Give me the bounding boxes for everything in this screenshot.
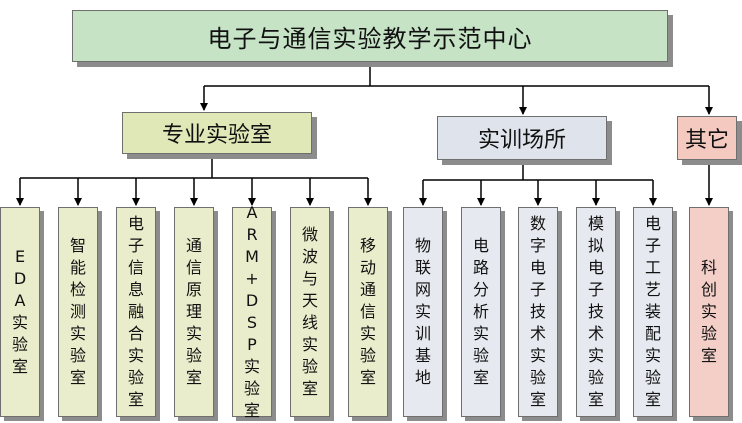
category-label: 专业实验室 (161, 123, 272, 148)
category-professional-labs: 专业实验室 (122, 112, 312, 154)
lab-label: 电子信息融合实验室 (127, 214, 144, 409)
lab-node-analog-electronics: 模拟电子技术实验室 (576, 207, 616, 417)
lab-label: ARM+DSP实验室 (243, 203, 260, 420)
lab-label: 电子工艺装配实验室 (644, 214, 661, 409)
lab-node-microwave-antenna: 微波与天线实验室 (290, 207, 330, 417)
root-label: 电子与通信实验教学示范中心 (207, 24, 533, 53)
lab-label: 微波与天线实验室 (301, 225, 318, 398)
lab-label: 智能检测实验室 (69, 236, 86, 387)
lab-label: 通信原理实验室 (185, 236, 202, 387)
lab-label: 电路分析实验室 (472, 236, 489, 387)
category-training-sites: 实训场所 (437, 116, 607, 160)
lab-node-electronic-assembly: 电子工艺装配实验室 (633, 207, 673, 417)
lab-node-digital-electronics: 数字电子技术实验室 (518, 207, 558, 417)
lab-node-arm-dsp: ARM+DSP实验室 (232, 203, 272, 420)
lab-node-electronic-info-fusion: 电子信息融合实验室 (116, 207, 156, 417)
lab-node-intelligent-detection: 智能检测实验室 (58, 207, 98, 417)
category-other: 其它 (677, 116, 737, 160)
lab-label: 数字电子技术实验室 (529, 214, 546, 409)
lab-label: 移动通信实验室 (359, 236, 376, 387)
lab-node-mobile-communication: 移动通信实验室 (348, 207, 388, 417)
lab-node-iot-training: 物联网实训基地 (403, 207, 443, 417)
lab-node-communication-principles: 通信原理实验室 (174, 207, 214, 417)
lab-label: 物联网实训基地 (414, 236, 431, 387)
lab-node-eda: EDA实验室 (0, 207, 40, 417)
lab-label: 模拟电子技术实验室 (587, 214, 604, 409)
lab-label: EDA实验室 (11, 247, 28, 376)
lab-label: 科创实验室 (700, 258, 717, 365)
lab-node-innovation: 科创实验室 (689, 207, 729, 417)
category-label: 实训场所 (477, 128, 566, 153)
lab-node-circuit-analysis: 电路分析实验室 (461, 207, 501, 417)
category-label: 其它 (684, 128, 729, 153)
root-node: 电子与通信实验教学示范中心 (72, 10, 668, 62)
